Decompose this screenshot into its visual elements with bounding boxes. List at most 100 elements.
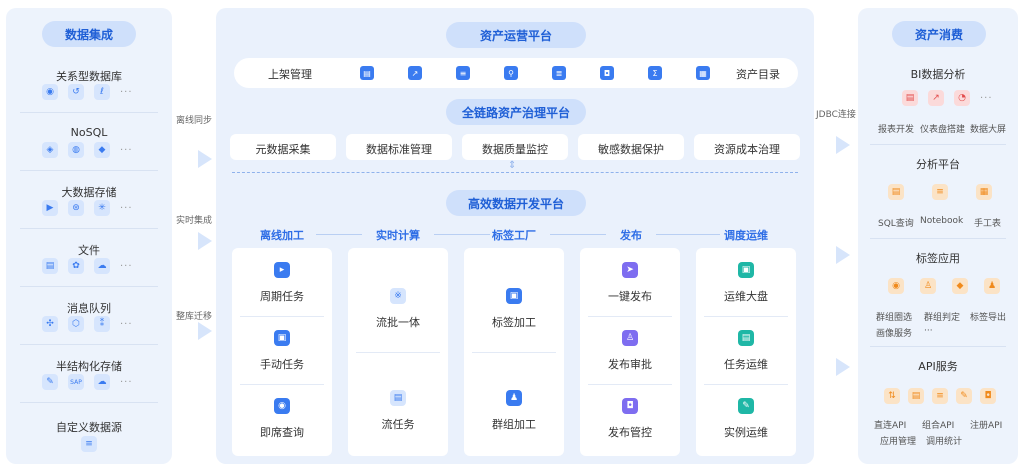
register-icon: ≡ bbox=[932, 388, 948, 404]
custom-source-label: 自定义数据源 bbox=[56, 421, 122, 434]
divider bbox=[240, 384, 324, 385]
stream-icon: ※ bbox=[390, 288, 406, 304]
tag-processing-label: 标签加工 bbox=[492, 316, 536, 329]
task-ops-icon: ▤ bbox=[738, 330, 754, 346]
database-icon: ≡ bbox=[81, 436, 97, 452]
rocketmq-icon: ⁑ bbox=[94, 316, 110, 332]
group-processing-label: 群组加工 bbox=[492, 418, 536, 431]
more-dots: ··· bbox=[120, 318, 133, 330]
gov-item: 数据质量监控 bbox=[462, 134, 568, 160]
globe-icon: ◍ bbox=[68, 142, 84, 158]
dashed-divider bbox=[232, 172, 798, 173]
updown-arrow-icon: ⇕ bbox=[508, 160, 517, 171]
mq-label: 消息队列 bbox=[67, 302, 111, 315]
report-icon: ▤ bbox=[902, 90, 918, 106]
file-label: 文件 bbox=[78, 244, 100, 257]
publish-control-label: 发布管控 bbox=[608, 426, 652, 439]
postgres-icon: ℓ bbox=[94, 84, 110, 100]
metadata-collection-label: 元数据采集 bbox=[255, 143, 311, 156]
flow-task-icon: ▤ bbox=[390, 390, 406, 406]
spark-icon: ✳ bbox=[94, 200, 110, 216]
gov-item: 敏感数据保护 bbox=[578, 134, 684, 160]
governance-platform-title: 全链路资产治理平台 bbox=[446, 99, 586, 125]
publish-head: 发布 bbox=[620, 229, 642, 242]
more-dots: ··· bbox=[924, 326, 933, 336]
notebook-label: Notebook bbox=[920, 216, 964, 226]
asset-catalog-label: 资产目录 bbox=[736, 68, 780, 81]
divider bbox=[656, 234, 720, 235]
relational-db-label: 关系型数据库 bbox=[56, 70, 122, 83]
more-dots: ··· bbox=[120, 86, 133, 98]
database-icon: ≣ bbox=[552, 66, 566, 80]
ops-bar: 上架管理 ▤ ↗ ≡ ⚲ ≣ ◘ Σ ▦ 资产目录 bbox=[234, 58, 798, 88]
chart-icon: ↗ bbox=[928, 90, 944, 106]
divider bbox=[240, 316, 324, 317]
divider bbox=[20, 286, 158, 287]
tag-factory-head: 标签工厂 bbox=[492, 229, 536, 242]
divider bbox=[20, 402, 158, 403]
sigma-icon: Σ bbox=[648, 66, 662, 80]
sap-icon: SAP bbox=[68, 374, 84, 390]
chart-icon: ↗ bbox=[408, 66, 422, 80]
publish-column: ➤ 一键发布 ♙ 发布审批 ◘ 发布管控 bbox=[580, 248, 680, 456]
ops-dashboard-label: 运维大盘 bbox=[724, 290, 768, 303]
data-standard-label: 数据标准管理 bbox=[366, 143, 432, 156]
analysis-icons: ▤ ≡ ▦ bbox=[888, 184, 992, 200]
tag-factory-column: ▣ 标签加工 ♟ 群组加工 bbox=[464, 248, 564, 456]
more-dots: ··· bbox=[980, 92, 993, 104]
asset-consumption-title: 资产消费 bbox=[892, 21, 986, 47]
control-icon: ◘ bbox=[622, 398, 638, 414]
link-icon: ⚲ bbox=[504, 66, 518, 80]
register-api-label: 注册API bbox=[970, 421, 1003, 431]
cloud-icon: ☁ bbox=[94, 258, 110, 274]
gov-item: 元数据采集 bbox=[230, 134, 336, 160]
dashboard-icon: ▣ bbox=[738, 262, 754, 278]
divider bbox=[356, 352, 440, 353]
dashboard-build-label: 仪表盘搭建 bbox=[920, 125, 966, 135]
offline-processing-column: ▸ 周期任务 ▣ 手动任务 ◉ 即席查询 bbox=[232, 248, 332, 456]
bi-icons: ▤ ↗ ◔ ··· bbox=[902, 90, 993, 106]
more-dots: ··· bbox=[120, 202, 133, 214]
divider bbox=[20, 228, 158, 229]
tag-export-label: 标签导出 bbox=[970, 313, 1007, 323]
tag-application-label: 标签应用 bbox=[916, 252, 960, 265]
oracle-icon: ↺ bbox=[68, 84, 84, 100]
manual-table-label: 手工表 bbox=[974, 219, 1002, 229]
divider bbox=[20, 170, 158, 171]
sql-query-label: SQL查询 bbox=[878, 219, 914, 229]
divider bbox=[550, 234, 606, 235]
divider bbox=[704, 384, 788, 385]
publish-approval-label: 发布审批 bbox=[608, 358, 652, 371]
relational-db-icons: ◉ ↺ ℓ ··· bbox=[42, 84, 133, 100]
portrait-service-label: 画像服务 bbox=[876, 329, 913, 339]
offline-sync-label: 离线同步 bbox=[176, 116, 213, 126]
instance-ops-label: 实例运维 bbox=[724, 426, 768, 439]
tag-icon: ▣ bbox=[506, 288, 522, 304]
cost-governance-label: 资源成本治理 bbox=[714, 143, 780, 156]
stream-batch-label: 流批一体 bbox=[376, 316, 420, 329]
tag-icons: ◉ ♙ ◆ ♟ bbox=[888, 278, 1000, 294]
divider bbox=[316, 234, 362, 235]
manual-task-label: 手动任务 bbox=[260, 358, 304, 371]
arrow-right-icon bbox=[198, 232, 212, 250]
nosql-label: NoSQL bbox=[70, 126, 108, 139]
divider bbox=[20, 344, 158, 345]
data-screen-label: 数据大屏 bbox=[970, 125, 1007, 135]
dev-platform-title: 高效数据开发平台 bbox=[446, 190, 586, 216]
bigdata-label: 大数据存储 bbox=[61, 186, 117, 199]
periodic-task-label: 周期任务 bbox=[260, 290, 304, 303]
bi-analysis-label: BI数据分析 bbox=[910, 68, 966, 81]
task-icon: ▣ bbox=[274, 330, 290, 346]
stats-icon: ◘ bbox=[980, 388, 996, 404]
user-icon: ♙ bbox=[920, 278, 936, 294]
scheduling-ops-head: 调度运维 bbox=[724, 229, 768, 242]
divider bbox=[870, 238, 1006, 239]
more-dots: ··· bbox=[120, 144, 133, 156]
shelf-management-label: 上架管理 bbox=[268, 68, 312, 81]
terminal-icon: ▸ bbox=[274, 262, 290, 278]
kafka-icon: ✣ bbox=[42, 316, 58, 332]
list-icon: ≡ bbox=[456, 66, 470, 80]
call-statistics-label: 调用统计 bbox=[926, 437, 963, 447]
migration-label: 整库迁移 bbox=[176, 312, 213, 322]
analysis-platform-label: 分析平台 bbox=[916, 158, 960, 171]
